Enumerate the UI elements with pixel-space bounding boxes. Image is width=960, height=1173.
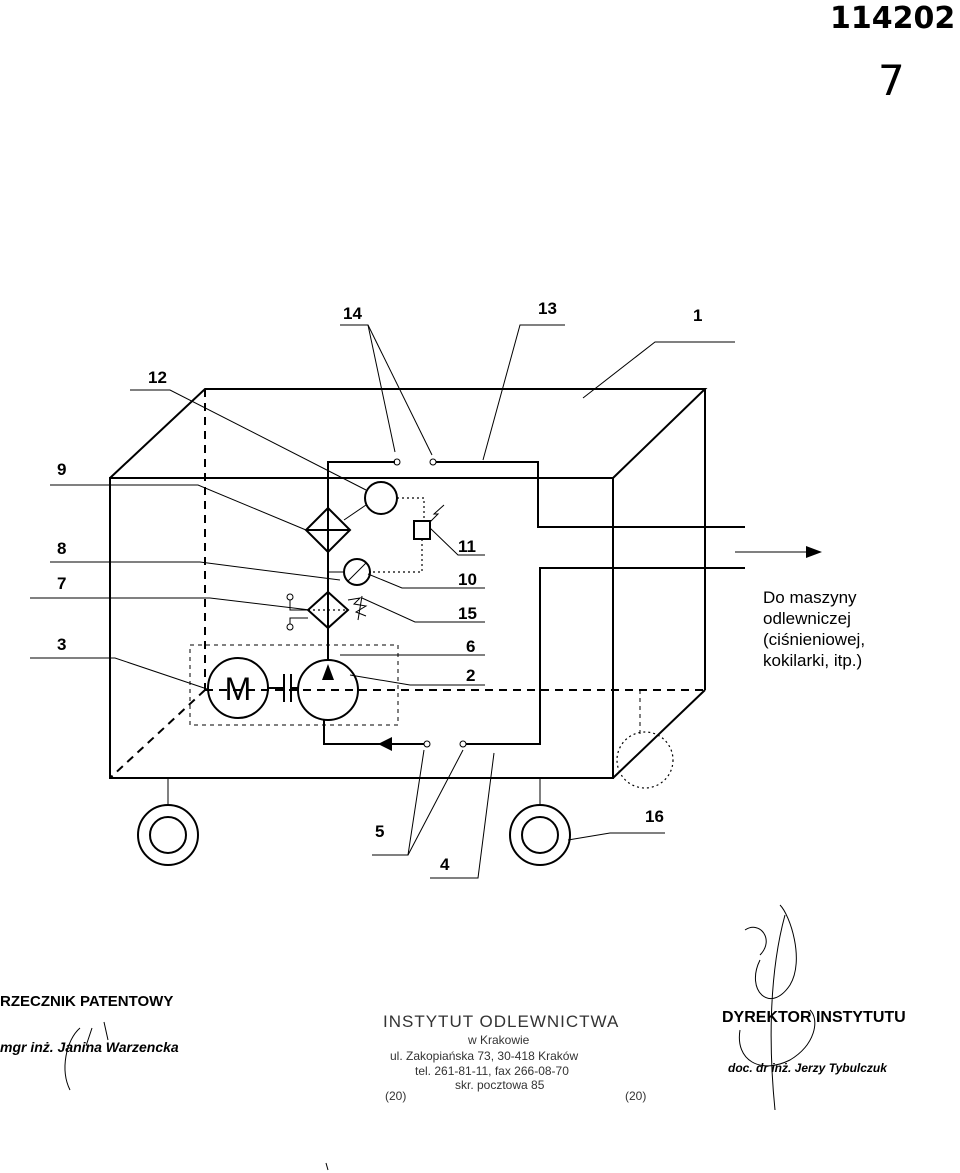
- wheel-right: [509, 778, 571, 866]
- sheet-number: 7: [878, 56, 905, 105]
- signature-left: [64, 1021, 109, 1091]
- label-1: 1: [693, 306, 702, 325]
- patent-agent-name: mgr inż. Janina Warzencka: [0, 1039, 179, 1055]
- institute-code-right: (20): [625, 1089, 646, 1103]
- wheel-left: [137, 778, 199, 866]
- signature-right: [738, 904, 816, 1111]
- label-5: 5: [375, 822, 384, 841]
- hydraulic-circuit: M: [189, 458, 745, 751]
- label-13: 13: [538, 299, 557, 318]
- institute-line-2: w Krakowie: [467, 1033, 530, 1047]
- arrow-to-machine: [735, 546, 822, 558]
- motor-symbol: M: [225, 671, 252, 707]
- leader-lines: [30, 324, 735, 879]
- label-14: 14: [343, 304, 362, 323]
- director-name: doc. dr inż. Jerzy Tybulczuk: [728, 1061, 888, 1075]
- institute-line-4: tel. 261-81-11, fax 266-08-70: [415, 1064, 569, 1078]
- stamp-institute: INSTYTUT ODLEWNICTWA w Krakowie ul. Zako…: [383, 1012, 646, 1103]
- destination-note-line-1: Do maszyny: [763, 588, 857, 607]
- institute-code-left: (20): [385, 1089, 406, 1103]
- label-10: 10: [458, 570, 477, 589]
- patent-agent-title: RZECZNIK PATENTOWY: [0, 993, 173, 1010]
- label-11: 11: [458, 537, 476, 556]
- label-15: 15: [458, 604, 477, 623]
- reference-labels: 14 13 1 12 9 8 7 3 11 10 15 6 2 5 4 16: [57, 299, 702, 874]
- stamp-director: DYREKTOR INSTYTUTU doc. dr inż. Jerzy Ty…: [722, 904, 906, 1111]
- label-8: 8: [57, 539, 66, 558]
- label-3: 3: [57, 635, 66, 654]
- doc-number: 114202: [830, 1, 955, 36]
- cart-frame: [109, 388, 708, 779]
- destination-note-line-4: kokilarki, itp.): [763, 651, 862, 670]
- label-9: 9: [57, 460, 66, 479]
- label-16: 16: [645, 807, 664, 826]
- institute-line-1: INSTYTUT ODLEWNICTWA: [383, 1012, 619, 1031]
- label-7: 7: [57, 574, 66, 593]
- institute-line-3: ul. Zakopiańska 73, 30-418 Kraków: [390, 1049, 578, 1063]
- destination-note-line-3: (ciśnieniowej,: [763, 630, 865, 649]
- stray-mark: [325, 1162, 329, 1171]
- label-2: 2: [466, 666, 475, 685]
- institute-line-5: skr. pocztowa 85: [455, 1078, 545, 1092]
- wheel-hidden: [616, 690, 674, 789]
- stamp-patent-agent: RZECZNIK PATENTOWY mgr inż. Janina Warze…: [0, 993, 179, 1091]
- destination-note-line-2: odlewniczej: [763, 609, 851, 628]
- label-12: 12: [148, 368, 167, 387]
- label-4: 4: [440, 855, 450, 874]
- label-6: 6: [466, 637, 475, 656]
